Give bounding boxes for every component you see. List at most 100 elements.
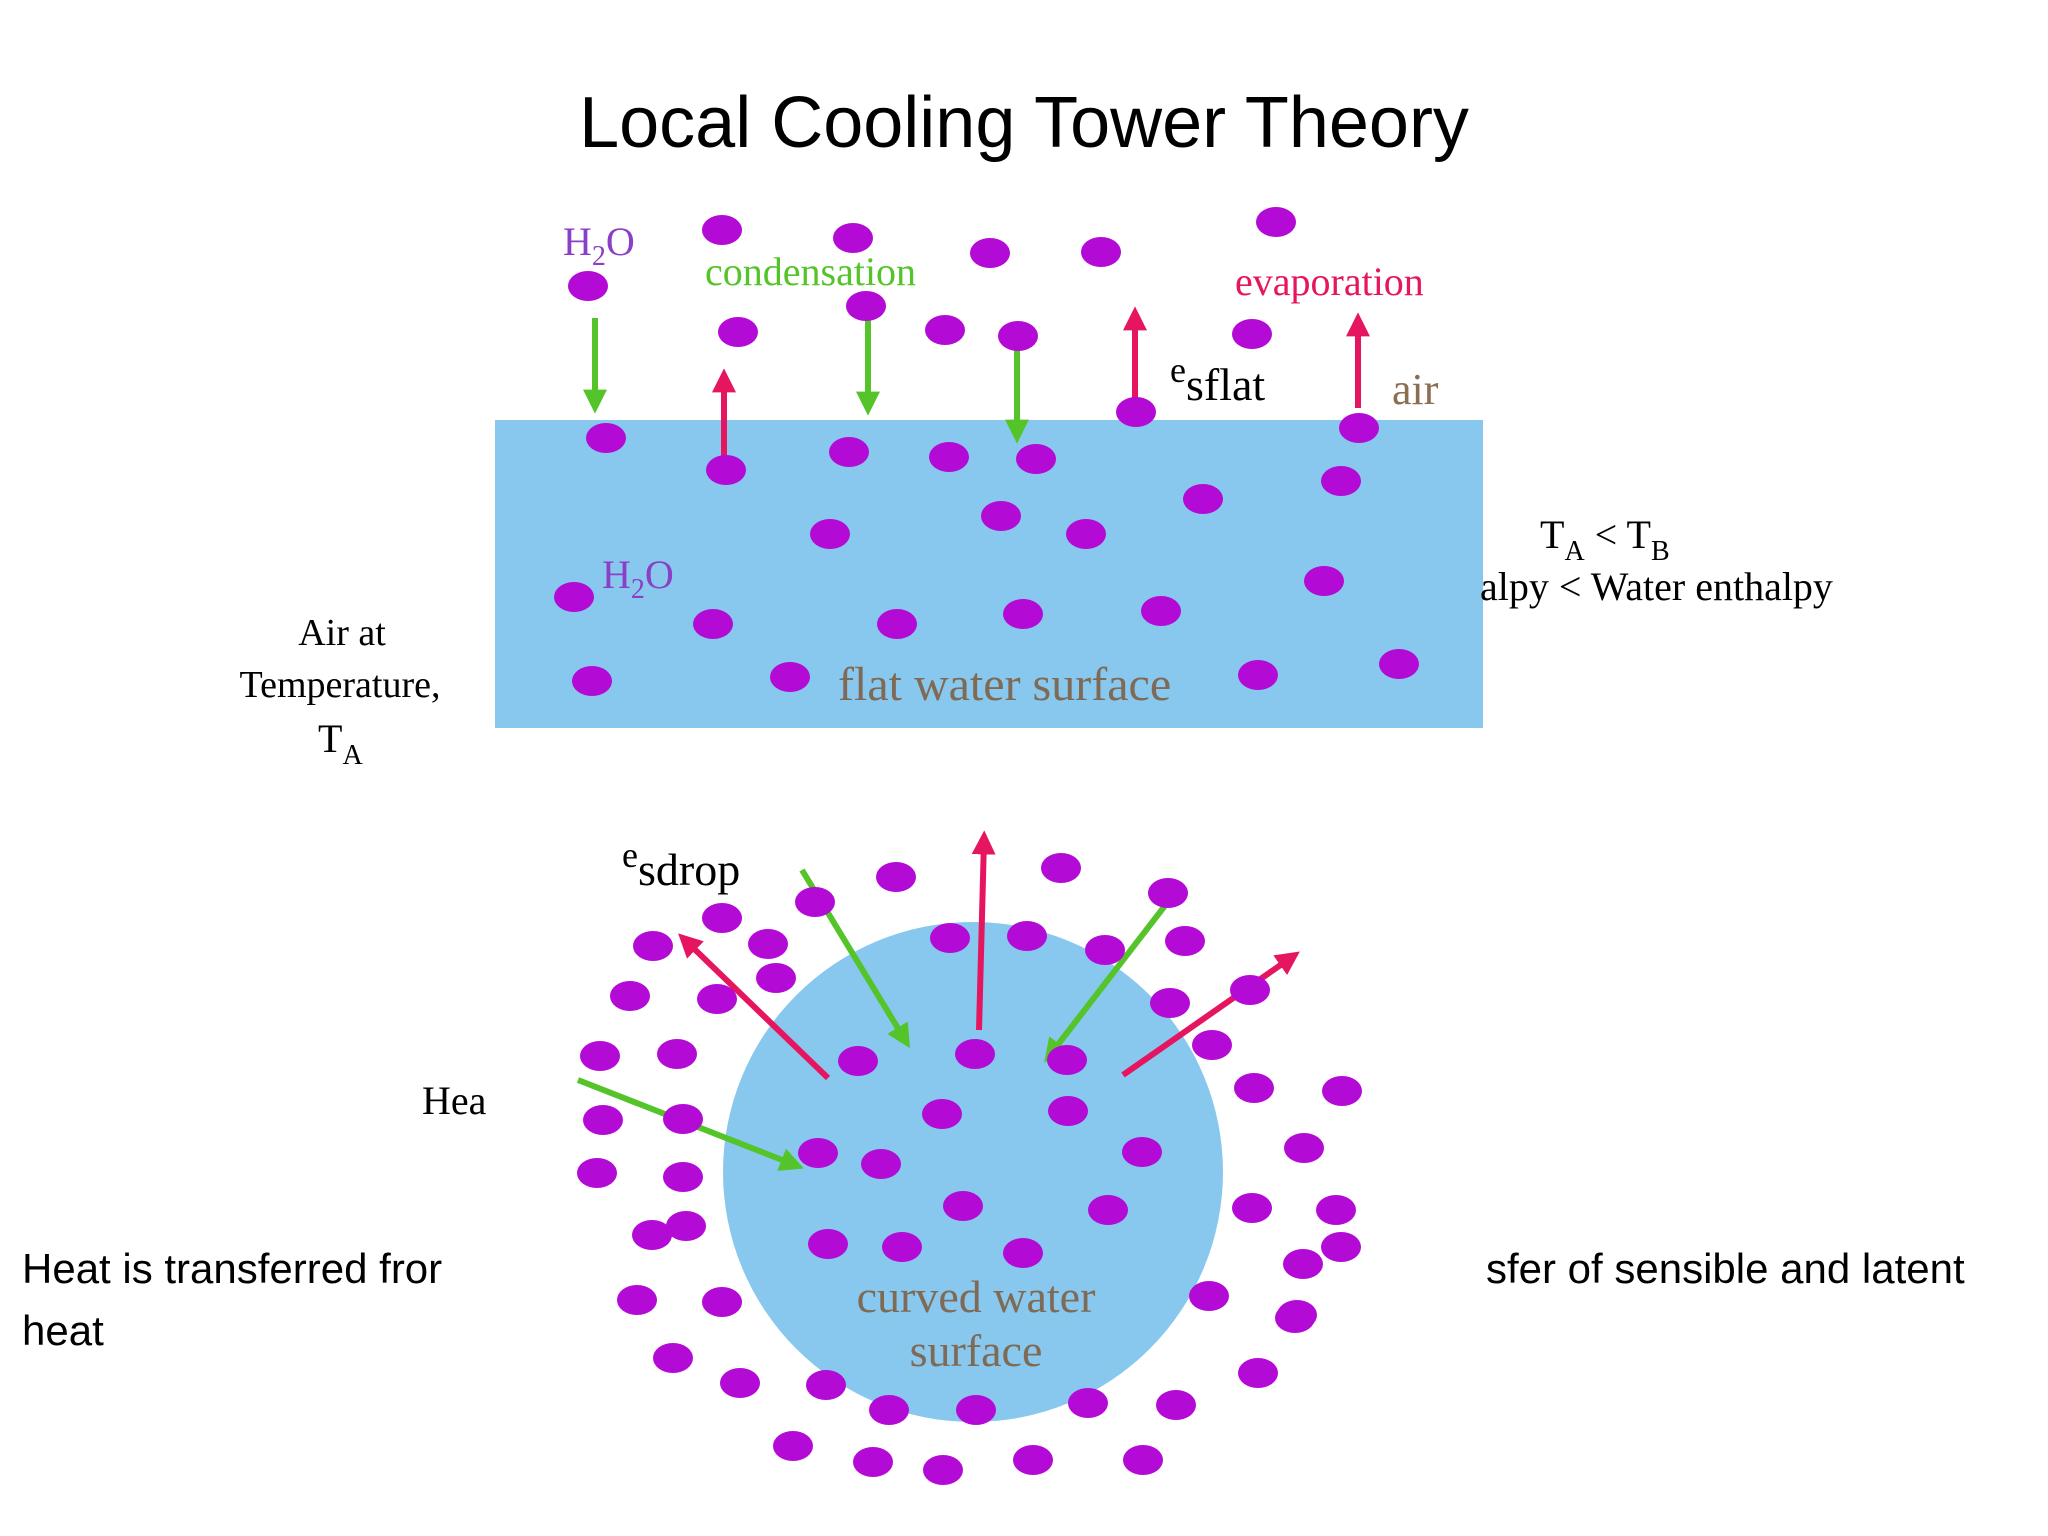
water-molecule xyxy=(808,1229,848,1259)
water-molecule xyxy=(981,501,1021,531)
water-molecule xyxy=(923,1455,963,1485)
water-molecule xyxy=(583,1105,623,1135)
water-molecule xyxy=(1016,444,1056,474)
air-temperature-line1: Air at xyxy=(298,612,386,654)
caption-right: sfer of sensible and latent xyxy=(1486,1245,1965,1292)
water-molecule xyxy=(702,903,742,933)
water-molecule xyxy=(748,929,788,959)
water-molecule xyxy=(1066,519,1106,549)
water-molecule xyxy=(1041,853,1081,883)
water-molecule xyxy=(1321,1232,1361,1262)
water-molecule xyxy=(795,887,835,917)
water-molecule xyxy=(1003,1238,1043,1268)
water-molecule xyxy=(1085,935,1125,965)
water-molecule xyxy=(1165,926,1205,956)
condensation-arrow xyxy=(1044,888,1180,1063)
water-molecule xyxy=(1304,566,1344,596)
caption-left-line1: Heat is transferred fror xyxy=(22,1245,443,1292)
water-molecule xyxy=(580,1041,620,1071)
esdrop-label: esdrop xyxy=(622,835,740,895)
water-molecule xyxy=(798,1138,838,1168)
water-molecule xyxy=(877,609,917,639)
water-molecule xyxy=(1284,1133,1324,1163)
water-molecule xyxy=(1238,1358,1278,1388)
water-molecule xyxy=(697,984,737,1014)
water-molecule xyxy=(925,315,965,345)
enthalpy-inequality: alpy < Water enthalpy xyxy=(1480,564,1833,609)
water-molecule xyxy=(970,238,1010,268)
water-molecule xyxy=(1232,1193,1272,1223)
water-molecule xyxy=(1116,397,1156,427)
water-molecule xyxy=(1232,319,1272,349)
water-molecule xyxy=(693,609,733,639)
water-molecule xyxy=(702,1287,742,1317)
water-molecule xyxy=(610,981,650,1011)
water-molecule xyxy=(922,1099,962,1129)
water-molecule xyxy=(1141,596,1181,626)
water-molecule xyxy=(861,1149,901,1179)
water-molecule xyxy=(1123,1445,1163,1475)
water-molecule xyxy=(1156,1390,1196,1420)
water-molecule xyxy=(1013,1445,1053,1475)
water-molecule xyxy=(653,1343,693,1373)
air-temperature-symbol: TA xyxy=(318,716,363,771)
water-molecule xyxy=(706,455,746,485)
water-molecule xyxy=(1322,1076,1362,1106)
evaporation-label: evaporation xyxy=(1235,259,1424,304)
water-molecule xyxy=(1256,207,1296,237)
water-molecule xyxy=(806,1370,846,1400)
evaporation-arrow xyxy=(971,830,996,1031)
h2o-air-label: H2O xyxy=(563,219,635,272)
water-molecule xyxy=(718,317,758,347)
water-molecule xyxy=(882,1232,922,1262)
water-molecule xyxy=(773,1431,813,1461)
heat-label: Hea xyxy=(422,1078,487,1123)
water-molecule xyxy=(1047,1045,1087,1075)
water-molecule xyxy=(1379,649,1419,679)
water-molecule xyxy=(617,1285,657,1315)
esflat-label: esflat xyxy=(1170,350,1265,410)
water-molecule xyxy=(1150,988,1190,1018)
water-molecule xyxy=(1234,1073,1274,1103)
condensation-arrows xyxy=(583,318,1029,444)
water-molecule xyxy=(1088,1195,1128,1225)
water-molecule xyxy=(1230,975,1270,1005)
curved-water-surface-line2: surface xyxy=(910,1325,1043,1376)
water-molecule xyxy=(1277,1300,1317,1330)
water-molecule xyxy=(1048,1096,1088,1126)
water-molecules xyxy=(554,207,1419,1485)
water-molecule xyxy=(1068,1388,1108,1418)
water-molecule xyxy=(572,666,612,696)
water-molecule xyxy=(657,1039,697,1069)
slide-title: Local Cooling Tower Theory xyxy=(579,83,1469,163)
water-molecule xyxy=(929,442,969,472)
temperature-inequality: TA < TB xyxy=(1540,512,1670,567)
water-molecule xyxy=(1003,599,1043,629)
condensation-label: condensation xyxy=(705,249,916,294)
h2o-water-label: H2O xyxy=(602,552,674,605)
water-molecule xyxy=(632,1220,672,1250)
caption-left-line2: heat xyxy=(22,1307,104,1354)
water-molecule xyxy=(1321,466,1361,496)
water-molecule xyxy=(955,1039,995,1069)
water-molecule xyxy=(838,1046,878,1076)
water-molecule xyxy=(869,1395,909,1425)
evaporation-arrow xyxy=(678,933,831,1081)
water-molecule xyxy=(1192,1030,1232,1060)
water-molecule xyxy=(577,1158,617,1188)
water-molecule xyxy=(568,271,608,301)
water-molecule xyxy=(586,423,626,453)
evaporation-arrows xyxy=(712,306,1370,468)
water-molecule xyxy=(663,1162,703,1192)
water-molecule xyxy=(702,215,742,245)
water-molecule xyxy=(554,582,594,612)
water-molecule xyxy=(833,223,873,253)
water-molecule xyxy=(666,1211,706,1241)
water-molecule xyxy=(1283,1249,1323,1279)
water-molecule xyxy=(930,923,970,953)
water-molecule xyxy=(853,1447,893,1477)
water-molecule xyxy=(770,662,810,692)
water-molecule xyxy=(1189,1281,1229,1311)
curved-water-surface-line1: curved water xyxy=(857,1271,1096,1322)
water-molecule xyxy=(633,931,673,961)
